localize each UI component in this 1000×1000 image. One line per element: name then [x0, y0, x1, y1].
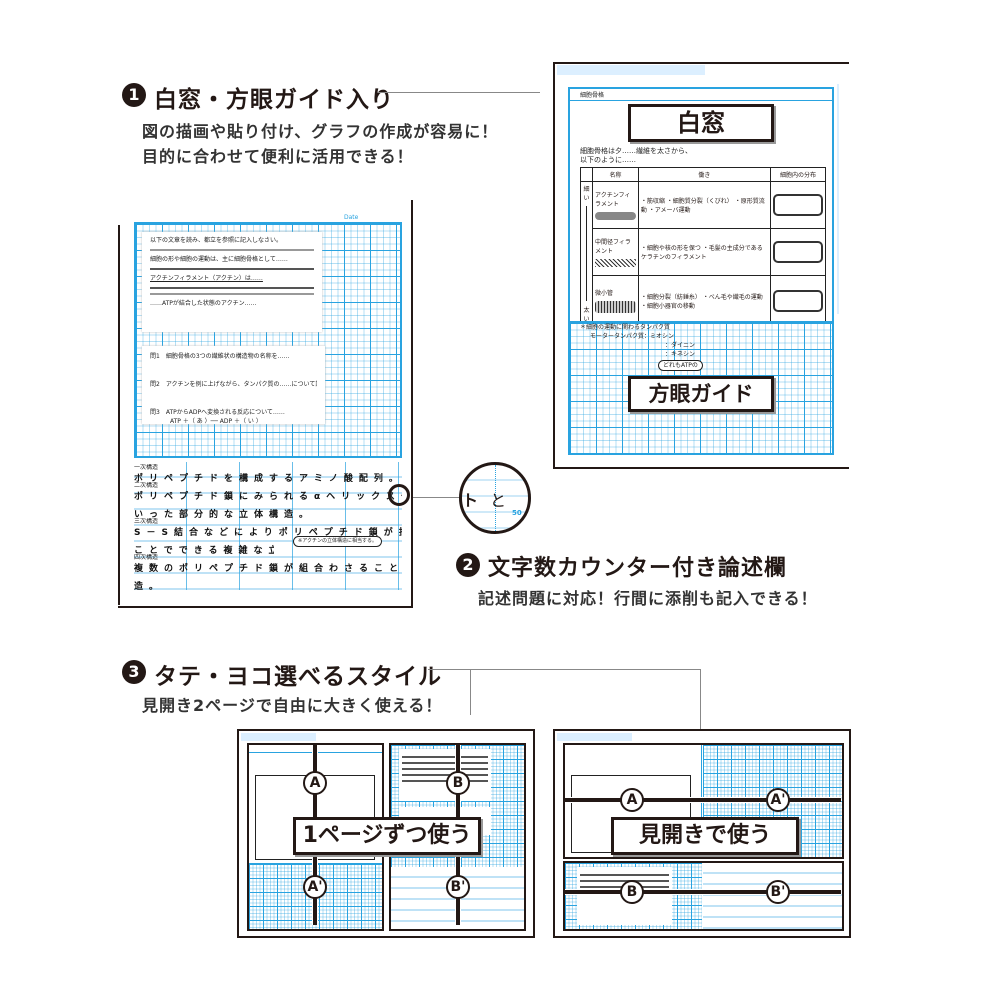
notebook-sample-white-window: 細胞骨格 細胞骨格は夕……繊維を太さから、 以下のように…… 名称働き細胞内の分… [553, 62, 849, 469]
label-white-window: 白窓 [628, 104, 774, 142]
note: どれもATPの [658, 360, 703, 371]
horizontal-arrow-a [565, 797, 841, 803]
essay-line: S－S結合などによりポリペプチド鎖が折りたたまれる [134, 528, 402, 538]
note: ＊細胞の運動に関わるタンパク質 [580, 324, 671, 331]
marker-a-prime: A' [766, 788, 790, 812]
question: 問2 アクチンを例に上げながら、タンパク質の……について説明しなさい。 [150, 381, 317, 388]
th-role: 働き [637, 167, 771, 182]
sample-intro-2: 以下のように…… [580, 156, 636, 164]
axis-top: 細い [583, 186, 590, 202]
marker-b-prime: B' [446, 875, 470, 899]
label-spread: 見開きで使う [611, 817, 799, 855]
essay-line: いった部分的な立体構造。 [134, 510, 315, 518]
note: ：ダイニン [665, 342, 696, 349]
magnified-char: ト [462, 491, 479, 510]
essay-tag: 四次構造 [134, 554, 159, 561]
row-name: 微小管 [592, 275, 639, 326]
marker-a: A [620, 788, 644, 812]
passage: アクチンフィラメント（アクチン）は…… [150, 275, 263, 282]
passage: 以下の文章を読み、都立を参照に記入しなさい。 [150, 237, 283, 244]
essay-tag: 一次構造 [134, 464, 159, 471]
section3-title: タテ・ヨコ選べるスタイル [154, 664, 442, 690]
section1-title: 白窓・方眼ガイド入り [154, 87, 394, 113]
divider [428, 669, 700, 670]
marker-b-prime: B' [766, 880, 790, 904]
character-counter: 50 [512, 509, 522, 517]
divider [378, 92, 540, 93]
horizontal-arrow-b [565, 889, 841, 895]
divider [470, 669, 471, 715]
essay-line: 複数のポリペプチド鎖が組合わさることでできた立体構 [134, 564, 402, 574]
marker-b: B [620, 880, 644, 904]
sample-table: 名称働き細胞内の分布 細い太い アクチンフィラメント ・筋収縮 ・細胞質分裂（く… [580, 167, 827, 326]
row-name: 中間径フィラメント [592, 228, 639, 277]
passage: ……ATPが結合した状態のアクチン…… [150, 300, 257, 307]
essay-line: ポリペプチドを構成するアミノ酸配列。 [134, 474, 402, 482]
essay-tag: 二次構造 [134, 482, 159, 489]
spread-usage-illustration: A A' B B' 見開きで使う [553, 729, 851, 938]
passage: 細胞の形や細胞の運動は、主に細胞骨格として…… [150, 256, 288, 263]
axis-bottom: 太い [583, 307, 590, 323]
section-number-1: 1 [122, 83, 146, 107]
th-dist: 細胞内の分布 [769, 167, 827, 182]
row-roles: ・筋収縮 ・細胞質分裂（くびれ） ・原形質流動 ・アメーバ運動 [637, 180, 771, 230]
section-number-3: 3 [122, 660, 146, 684]
magnified-char: と [490, 491, 507, 510]
essay-line: ポリペプチド鎖にみられるαヘリックスや、βシートと [134, 492, 402, 502]
th-name: 名称 [592, 167, 639, 182]
sample-header: 細胞骨格 [580, 92, 605, 99]
label-grid-guide: 方眼ガイド [628, 376, 774, 412]
label-single-page: 1ページずつ使う [293, 817, 481, 855]
row-roles: ・細胞や核の形を保つ ・毛髪の主成分であるケラチンのフィラメント [637, 228, 771, 277]
note: ：キネシン [665, 351, 696, 358]
essay-area [134, 462, 402, 590]
magnifier-connector [413, 497, 461, 498]
counter-highlight-circle [388, 484, 410, 506]
row-name: アクチンフィラメント [592, 180, 639, 230]
section-number-2: 2 [456, 553, 480, 577]
marker-a-prime: A' [303, 875, 327, 899]
essay-line: 造。 [134, 582, 165, 590]
single-page-usage-illustration: A A' B B' 1ページずつ使う [237, 729, 535, 938]
notebook-sample-essay: Date 以下の文章を読み、都立を参照に記入しなさい。 細胞の形や細胞の運動は、… [118, 200, 413, 608]
question: 問1 細胞骨格の3つの繊維状の構造物の名称を…… [150, 353, 290, 360]
essay-line: ことでできる複雑な立体構造。 [134, 546, 274, 554]
question: ATP ＋（ あ ）── ADP ＋（ い ） [170, 418, 262, 425]
divider [700, 669, 701, 729]
question: 問3 ATPからADPへ変換される反応について…… [150, 409, 285, 416]
magnifier-circle: ト と 50 [459, 462, 531, 534]
essay-annotation: ※アクチンの立体構造に相当する。 [293, 536, 382, 547]
marker-b: B [446, 771, 470, 795]
section2-line: 記述問題に対応！行間に添削も記入できる！ [478, 589, 818, 608]
section3-line: 見開き2ページで自由に大きく使える！ [142, 696, 443, 715]
section1-line-1: 図の描画や貼り付け、グラフの作成が容易に！ [142, 122, 499, 141]
note: モータータンパク質：ミオシン [590, 333, 675, 340]
marker-a: A [303, 771, 327, 795]
grid-area: 以下の文章を読み、都立を参照に記入しなさい。 細胞の形や細胞の運動は、主に細胞骨… [134, 222, 402, 458]
row-roles: ・細胞分裂（紡錘糸） ・べん毛や繊毛の運動 ・細胞小器官の移動 [637, 275, 771, 326]
section2-title: 文字数カウンター付き論述欄 [488, 556, 788, 581]
essay-tag: 三次構造 [134, 518, 159, 525]
sample-intro: 細胞骨格は夕……繊維を太さから、 [580, 147, 692, 155]
section1-line-2: 目的に合わせて便利に活用できる！ [142, 147, 414, 166]
